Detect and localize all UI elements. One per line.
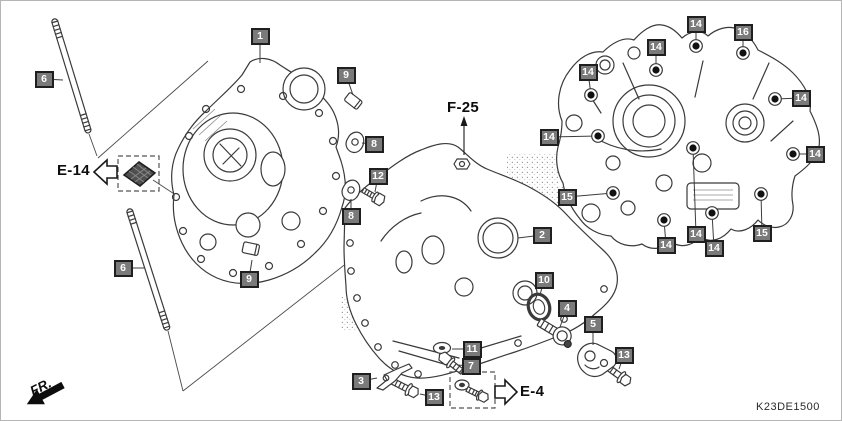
callout-7[interactable]: 7: [461, 357, 481, 375]
e4-bolt: [465, 386, 489, 403]
callout-16[interactable]: 16: [733, 23, 753, 41]
callout-12[interactable]: 12: [368, 167, 388, 185]
f25-anchor-bolt: [453, 158, 471, 170]
bolt-position-dot: [587, 91, 595, 99]
callout-14[interactable]: 14: [656, 236, 676, 254]
callout-13[interactable]: 13: [614, 346, 634, 364]
callout-8[interactable]: 8: [364, 135, 384, 153]
callout-14[interactable]: 14: [539, 128, 559, 146]
bolt-position-dot: [652, 66, 660, 74]
callout-9[interactable]: 9: [336, 66, 356, 84]
dowel-pin-upper: [344, 92, 363, 110]
callout-6[interactable]: 6: [34, 70, 54, 88]
setting-plate-lower: [341, 179, 361, 202]
leader-lines: [43, 24, 815, 398]
setting-plate-upper: [345, 131, 365, 154]
bolt-12-part: [361, 187, 386, 207]
bolt-position-dot: [689, 144, 697, 152]
callout-14[interactable]: 14: [686, 225, 706, 243]
dowel-pin-lower: [241, 241, 261, 256]
bolt-position-dot: [594, 132, 602, 140]
bolt-position-dot: [692, 42, 700, 50]
ref-label-e4[interactable]: E-4: [520, 383, 545, 400]
callout-3[interactable]: 3: [351, 372, 371, 390]
f25-arrow-icon: [460, 116, 468, 155]
callout-14[interactable]: 14: [646, 38, 666, 56]
callout-15[interactable]: 15: [557, 188, 577, 206]
callout-14[interactable]: 14: [791, 89, 811, 107]
e4-dashed-box: [449, 371, 496, 409]
diagram-code: K23DE1500: [756, 401, 820, 413]
callout-6[interactable]: 6: [113, 259, 133, 277]
callout-4[interactable]: 4: [557, 299, 577, 317]
plate-5-part: [577, 342, 617, 378]
e4-arrow-icon: [494, 378, 519, 406]
bolt-position-dot: [609, 189, 617, 197]
bolt-position-dot: [789, 150, 797, 158]
e14-arrow-icon: [92, 158, 118, 186]
stud-bolt-upper: [51, 18, 92, 134]
callout-14[interactable]: 14: [686, 15, 706, 33]
oil-strainer-screen: [122, 161, 157, 187]
callout-14[interactable]: 14: [704, 239, 724, 257]
callout-15[interactable]: 15: [752, 224, 772, 242]
sealing-washer-11: [432, 341, 452, 355]
stud-bolt-lower: [126, 208, 171, 331]
spindle-4-part: [536, 318, 572, 348]
callout-2[interactable]: 2: [532, 226, 552, 244]
bolt-position-dot: [739, 49, 747, 57]
ref-label-e14[interactable]: E-14: [57, 162, 90, 179]
callout-1[interactable]: 1: [250, 27, 270, 45]
ref-label-f25[interactable]: F-25: [447, 99, 480, 116]
bolt-position-dot: [708, 209, 716, 217]
bracket-3-part: [376, 363, 413, 391]
callout-8[interactable]: 8: [341, 207, 361, 225]
left-crankcase-art: [171, 57, 346, 285]
callout-14[interactable]: 14: [578, 63, 598, 81]
bolt-position-dot: [757, 190, 765, 198]
bolt-position-dot: [660, 216, 668, 224]
drain-bolt-7: [438, 351, 465, 375]
callout-13[interactable]: 13: [424, 388, 444, 406]
bolt-position-dot: [771, 95, 779, 103]
callout-14[interactable]: 14: [805, 145, 825, 163]
right-crankcase-art: [556, 24, 821, 249]
e14-dashed-box: [117, 155, 160, 192]
e4-washer: [454, 379, 470, 391]
callout-5[interactable]: 5: [583, 315, 603, 333]
callout-9[interactable]: 9: [239, 270, 259, 288]
callout-10[interactable]: 10: [534, 271, 554, 289]
callout-11[interactable]: 11: [462, 340, 482, 358]
fr-direction-arrow: FR.: [26, 375, 65, 405]
